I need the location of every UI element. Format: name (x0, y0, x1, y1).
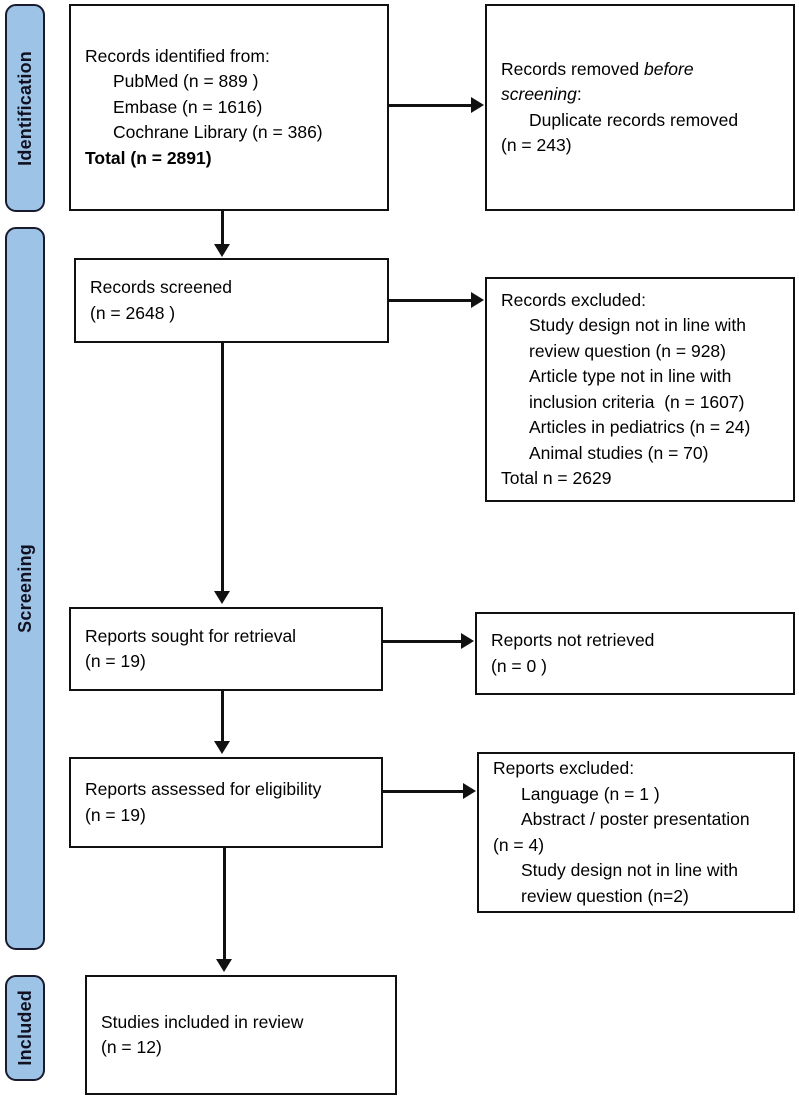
reports-excluded-line-5: Study design not in line with (521, 860, 738, 880)
records-excluded-line-5: inclusion criteria (n = 1607) (529, 391, 745, 412)
records-identified-line-3: Embase (n = 1616) (113, 96, 263, 117)
box-records-screened-lines: Records screened (n = 2648 ) (76, 275, 387, 326)
reports-not-retrieved-line-2: (n = 0 ) (491, 655, 547, 676)
records-excluded-line-3: review question (n = 928) (529, 340, 726, 361)
reports-excluded-line-2: Language (n = 1 ) (521, 783, 660, 804)
box-records-removed-lines: Records removed before screening: Duplic… (487, 57, 793, 159)
stage-label-identification-text: Identification (14, 50, 35, 166)
records-removed-line-1: Records removed before (501, 57, 793, 83)
reports-assessed-line-1: Reports assessed for eligibility (85, 779, 322, 799)
records-excluded-line-4: Article type not in line with (529, 366, 732, 386)
records-excluded-line-2: Study design not in line with (529, 315, 746, 335)
stage-label-included: Included (5, 975, 45, 1081)
box-reports-assessed: Reports assessed for eligibility (n = 19… (69, 757, 383, 848)
records-identified-line-2: PubMed (n = 889 ) (113, 71, 259, 92)
connector-sought-to-not-retrieved (383, 640, 463, 643)
box-records-screened: Records screened (n = 2648 ) (74, 258, 389, 343)
connector-screened-to-excluded (388, 299, 473, 302)
arrowhead-screened-to-excluded (471, 292, 484, 308)
studies-included-line-1: Studies included in review (101, 1011, 304, 1032)
box-reports-sought: Reports sought for retrieval (n = 19) (69, 607, 383, 691)
box-records-excluded-lines: Records excluded: Study design not in li… (487, 288, 793, 492)
records-removed-line-2-plain: : (576, 84, 582, 104)
connector-assessed-to-excluded (383, 790, 465, 793)
records-removed-line-3: Duplicate records removed (529, 109, 739, 130)
records-identified-line-1: Records identified from: (85, 45, 270, 66)
box-reports-not-retrieved: Reports not retrieved (n = 0 ) (475, 612, 795, 695)
reports-sought-line-1: Reports sought for retrieval (85, 625, 297, 646)
reports-sought-line-2: (n = 19) (85, 651, 146, 671)
arrowhead-identified-to-screened (214, 244, 230, 257)
records-removed-line-2-italic: screening (501, 84, 577, 104)
connector-identified-to-screened (221, 210, 224, 246)
arrowhead-assessed-to-excluded (463, 783, 476, 799)
records-excluded-line-1: Records excluded: (501, 289, 646, 310)
records-excluded-line-7: Animal studies (n = 70) (529, 442, 709, 463)
box-reports-excluded-lines: Reports excluded: Language (n = 1 ) Abst… (479, 756, 793, 909)
records-excluded-total: Total n = 2629 (501, 468, 612, 488)
box-studies-included-lines: Studies included in review (n = 12) (87, 1010, 395, 1061)
stage-label-identification: Identification (5, 4, 45, 212)
stage-label-included-text: Included (14, 990, 35, 1066)
reports-assessed-line-2: (n = 19) (85, 804, 146, 825)
connector-sought-to-assessed (221, 690, 224, 743)
box-reports-assessed-lines: Reports assessed for eligibility (n = 19… (71, 777, 381, 828)
records-removed-line-4: (n = 243) (501, 135, 572, 155)
connector-screened-to-sought (221, 342, 224, 593)
box-reports-excluded: Reports excluded: Language (n = 1 ) Abst… (477, 752, 795, 913)
stage-label-screening-text: Screening (14, 544, 35, 633)
arrowhead-assessed-to-included (216, 959, 232, 972)
box-records-excluded: Records excluded: Study design not in li… (485, 277, 795, 502)
reports-excluded-line-3: Abstract / poster presentation (521, 809, 750, 829)
box-records-removed: Records removed before screening: Duplic… (485, 4, 795, 211)
studies-included-line-2: (n = 12) (101, 1037, 162, 1057)
reports-excluded-line-1: Reports excluded: (493, 758, 635, 778)
arrowhead-sought-to-not-retrieved (461, 633, 474, 649)
reports-excluded-line-4: (n = 4) (493, 834, 545, 855)
arrowhead-identified-to-removed (471, 97, 484, 113)
reports-not-retrieved-line-1: Reports not retrieved (491, 630, 655, 650)
box-reports-not-retrieved-lines: Reports not retrieved (n = 0 ) (477, 628, 793, 679)
connector-identified-to-removed (388, 104, 473, 107)
records-removed-line-1-plain: Records removed (501, 58, 644, 79)
records-identified-line-4: Cochrane Library (n = 386) (113, 122, 323, 143)
records-identified-total: Total (n = 2891) (85, 147, 212, 168)
arrowhead-screened-to-sought (214, 591, 230, 604)
records-excluded-line-6: Articles in pediatrics (n = 24) (529, 417, 751, 437)
box-reports-sought-lines: Reports sought for retrieval (n = 19) (71, 624, 381, 675)
box-records-identified-lines: Records identified from: PubMed (n = 889… (71, 44, 387, 172)
connector-assessed-to-included (223, 847, 226, 960)
records-removed-line-1-italic: before (643, 58, 694, 79)
records-screened-line-1: Records screened (90, 277, 233, 297)
box-records-identified: Records identified from: PubMed (n = 889… (69, 4, 389, 211)
box-studies-included: Studies included in review (n = 12) (85, 975, 397, 1095)
stage-label-screening: Screening (5, 227, 45, 950)
records-removed-line-2: screening: (501, 82, 793, 108)
reports-excluded-line-6: review question (n=2) (521, 885, 689, 906)
records-screened-line-2: (n = 2648 ) (90, 302, 176, 323)
arrowhead-sought-to-assessed (214, 741, 230, 754)
